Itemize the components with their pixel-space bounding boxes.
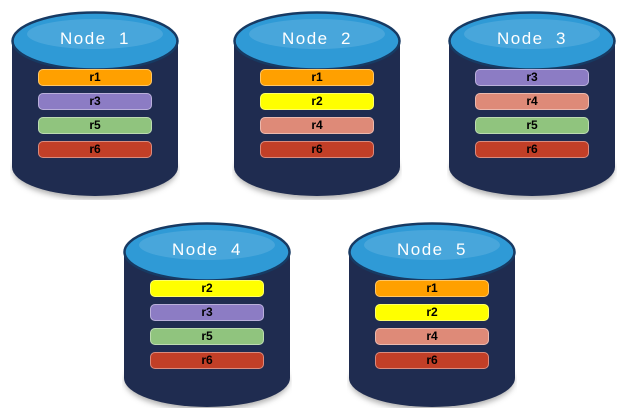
node-4: Node 4 r2 r3 r5 r6: [122, 221, 292, 408]
replica-bar: r3: [475, 69, 589, 86]
replica-bar: r1: [38, 69, 152, 86]
replica-list: r1 r2 r4 r6: [375, 280, 489, 376]
replica-list: r3 r4 r5 r6: [475, 69, 589, 165]
replica-bar: r5: [475, 117, 589, 134]
node-title: Node 1: [59, 29, 131, 48]
node-title: Node 5: [396, 240, 468, 259]
replica-bar: r2: [260, 93, 374, 110]
node-3: Node 3 r3 r4 r5 r6: [447, 10, 617, 200]
replica-bar: r4: [375, 328, 489, 345]
replica-bar: r2: [150, 280, 264, 297]
node-title: Node 3: [496, 29, 568, 48]
node-5: Node 5 r1 r2 r4 r6: [347, 221, 517, 408]
replica-bar: r6: [38, 141, 152, 158]
replica-bar: r5: [38, 117, 152, 134]
replica-bar: r6: [475, 141, 589, 158]
replica-list: r1 r3 r5 r6: [38, 69, 152, 165]
node-1: Node 1 r1 r3 r5 r6: [10, 10, 180, 200]
replica-list: r2 r3 r5 r6: [150, 280, 264, 376]
replica-bar: r6: [260, 141, 374, 158]
replica-bar: r6: [150, 352, 264, 369]
replica-bar: r4: [260, 117, 374, 134]
replica-bar: r6: [375, 352, 489, 369]
node-title: Node 4: [171, 240, 243, 259]
replica-bar: r3: [38, 93, 152, 110]
replica-list: r1 r2 r4 r6: [260, 69, 374, 165]
replica-bar: r1: [375, 280, 489, 297]
node-title: Node 2: [281, 29, 353, 48]
replica-bar: r4: [475, 93, 589, 110]
node-2: Node 2 r1 r2 r4 r6: [232, 10, 402, 200]
replica-bar: r3: [150, 304, 264, 321]
replica-bar: r2: [375, 304, 489, 321]
replica-bar: r1: [260, 69, 374, 86]
replica-bar: r5: [150, 328, 264, 345]
